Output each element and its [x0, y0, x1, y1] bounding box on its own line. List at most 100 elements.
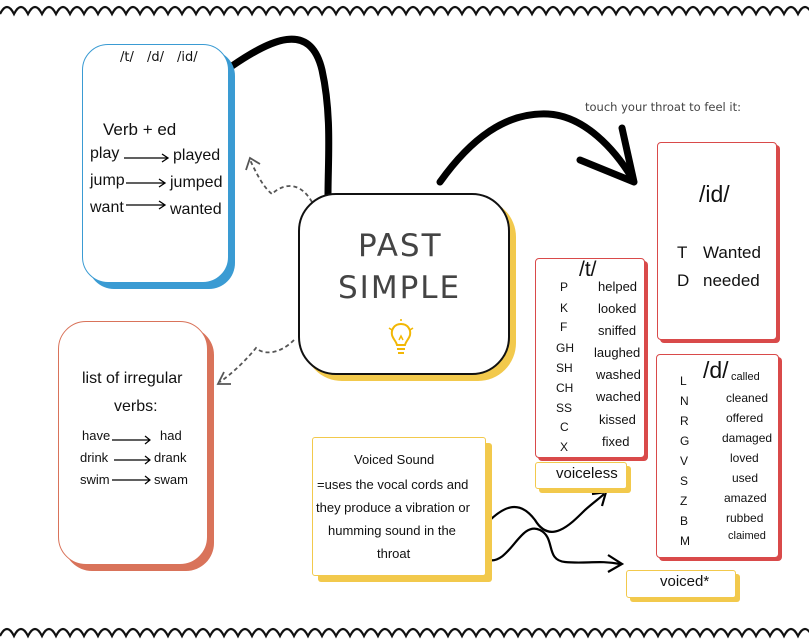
thick-connector-left	[228, 35, 333, 199]
id-word-2: needed	[703, 271, 760, 290]
id-word-1: Wanted	[703, 243, 761, 262]
rule-past-2: jumped	[170, 174, 223, 191]
bottom-scallop-border	[0, 627, 809, 639]
id-sound-card	[657, 142, 777, 340]
sound-label-d: /d/	[147, 50, 165, 65]
d-word-5: loved	[730, 451, 759, 465]
rule-past-3: wanted	[170, 201, 222, 218]
d-word-8: rubbed	[726, 511, 764, 525]
t-title: /t/	[579, 258, 597, 281]
rule-base-2: jump	[90, 172, 125, 189]
center-title-line2: SIMPLE	[338, 270, 462, 306]
d-word-7: amazed	[724, 491, 767, 505]
dashed-arrow-upper	[249, 159, 313, 203]
irregular-pair-arrow-3	[112, 475, 151, 485]
irregular-pair-arrow-1	[112, 435, 151, 445]
d-letter-8: B	[680, 514, 689, 528]
d-letter-5: V	[680, 454, 689, 468]
voiced-note-line2: =uses the vocal cords and	[317, 477, 469, 492]
t-letter-4: GH	[556, 341, 574, 355]
t-word-9: fixed	[602, 434, 630, 449]
d-word-9: claimed	[728, 530, 766, 542]
voiceless-label-card	[535, 462, 627, 489]
t-letter-8: C	[560, 420, 569, 434]
d-letter-2: N	[680, 394, 689, 408]
d-sound-card	[656, 354, 779, 558]
rule-text: Verb + ed	[103, 120, 177, 139]
rule-pair-arrow-2	[126, 178, 167, 188]
t-letter-7: SS	[556, 401, 573, 415]
t-letter-1: P	[560, 280, 569, 294]
rule-past-1: played	[173, 147, 221, 164]
arrow-to-voiceless	[487, 493, 605, 533]
rule-pair-arrow-1	[124, 153, 170, 163]
d-word-6: used	[732, 471, 759, 485]
d-word-4: damaged	[722, 431, 773, 445]
irregular-title-line1: list of irregular	[82, 370, 183, 387]
center-title-line1: PAST	[358, 228, 443, 264]
arrow-to-voiceless-head	[591, 490, 608, 507]
t-word-7: kissed	[599, 412, 636, 427]
irregular-title-line2: verbs:	[114, 398, 158, 415]
t-word-1: helped	[598, 279, 638, 294]
t-letter-5: SH	[556, 361, 573, 375]
voiced-label: voiced*	[660, 573, 710, 590]
rule-base-3: want	[90, 199, 124, 216]
voiced-note-line4: humming sound in the	[328, 523, 456, 538]
d-letter-4: G	[680, 434, 690, 448]
dashed-arrow-lower-head	[216, 371, 231, 385]
rule-pair-arrow-3	[126, 200, 167, 210]
dashed-arrow-lower	[219, 339, 295, 383]
d-letter-1: L	[680, 374, 687, 388]
d-letter-7: Z	[680, 494, 688, 508]
irregular-base-3: swim	[80, 472, 110, 487]
t-letter-3: F	[560, 320, 568, 334]
t-word-5: washed	[596, 367, 641, 382]
t-letter-9: X	[560, 440, 569, 454]
t-word-6: wached	[596, 389, 641, 404]
d-letter-9: M	[680, 534, 690, 548]
thick-arrow-right	[436, 110, 636, 186]
voiced-note-line3: they produce a vibration or	[316, 500, 470, 515]
regular-rule-card	[82, 44, 229, 283]
t-letter-6: CH	[556, 381, 574, 395]
sound-label-id: /id/	[177, 50, 198, 65]
throat-hint: touch your throat to feel it:	[585, 100, 741, 114]
voiced-note-line1: Voiced Sound	[354, 452, 435, 467]
irregular-pair-arrow-2	[114, 455, 151, 465]
voiceless-label: voiceless	[556, 465, 618, 482]
top-scallop-border	[0, 5, 809, 17]
d-word-2: cleaned	[726, 391, 769, 405]
t-sound-card	[535, 258, 645, 458]
id-letter-1: T	[677, 243, 688, 262]
lightbulb-icon	[388, 319, 414, 354]
id-title: /id/	[699, 181, 730, 207]
d-letter-3: R	[680, 414, 689, 428]
irregular-base-2: drink	[80, 450, 109, 465]
irregular-past-1: had	[160, 428, 182, 443]
rule-base-1: play	[90, 145, 120, 162]
d-title: /d/	[703, 357, 729, 383]
voiced-note-line5: throat	[377, 546, 411, 561]
sound-label-t: /t/	[120, 50, 134, 65]
irregular-past-3: swam	[154, 472, 188, 487]
t-word-2: looked	[598, 301, 637, 316]
voiced-sound-note	[312, 437, 486, 576]
dashed-arrow-upper-head	[245, 156, 261, 171]
voiced-label-card	[626, 570, 736, 598]
arrow-to-voiced-head	[607, 554, 625, 573]
arrow-to-voiced	[487, 527, 621, 566]
t-word-3: sniffed	[598, 323, 637, 338]
d-letter-6: S	[680, 474, 689, 488]
irregular-past-2: drank	[154, 450, 187, 465]
thick-arrow-head	[576, 124, 638, 186]
d-word-3: offered	[726, 411, 764, 425]
id-letter-2: D	[677, 271, 690, 290]
irregular-verbs-card	[58, 321, 208, 565]
d-title-suffix: called	[731, 371, 760, 383]
t-word-4: laughed	[594, 345, 641, 360]
t-letter-2: K	[560, 301, 569, 315]
irregular-base-1: have	[82, 428, 111, 443]
